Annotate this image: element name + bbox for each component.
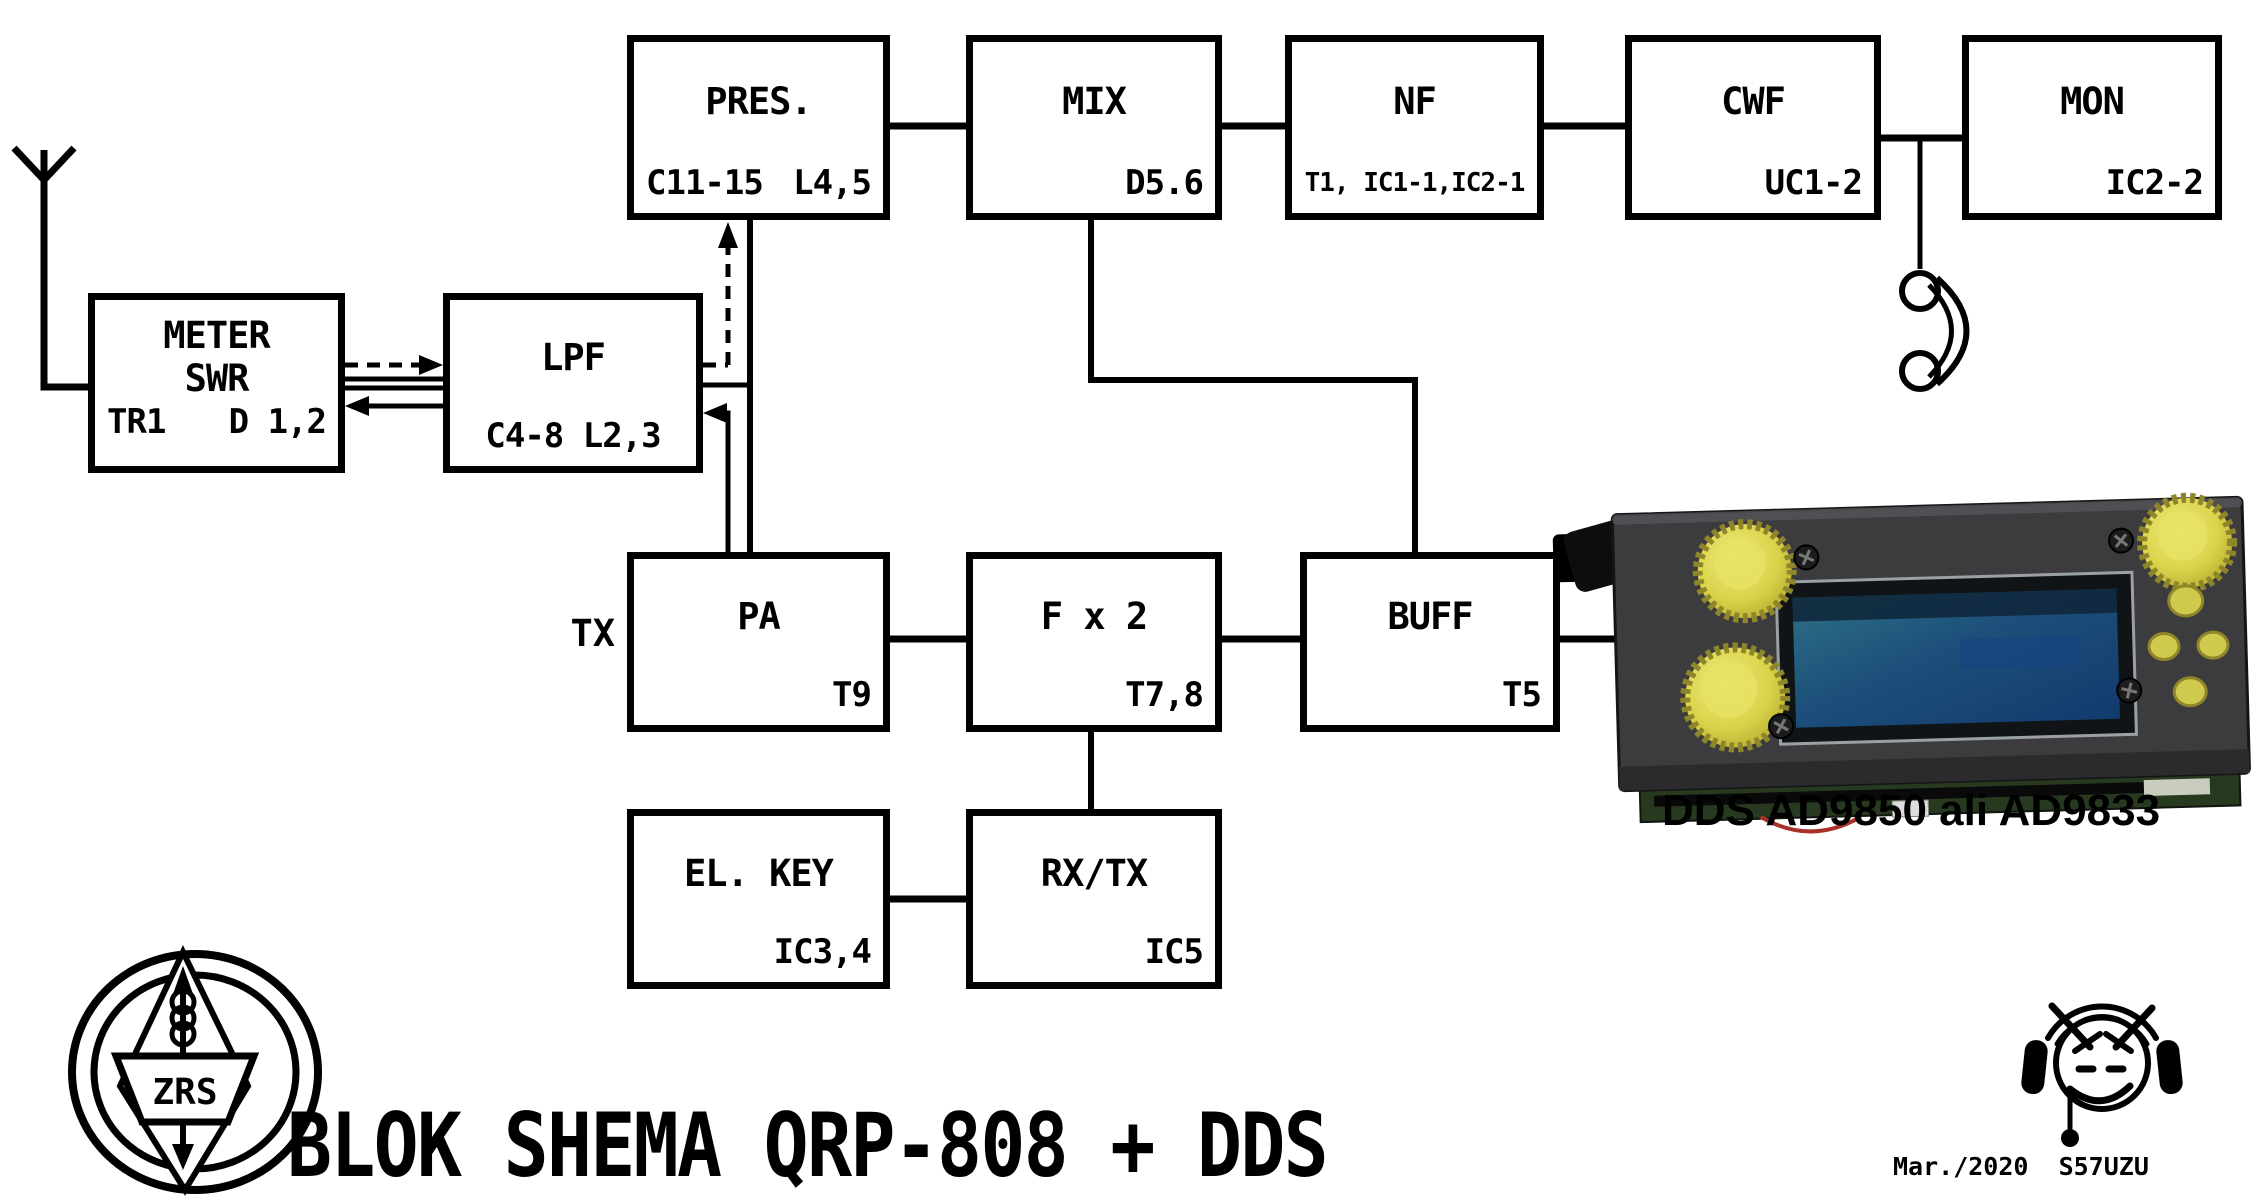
- block-title: MIX: [1062, 80, 1127, 123]
- block-fx2: F x 2 T7,8: [966, 552, 1222, 732]
- block-sub-right: D 1,2: [228, 402, 327, 442]
- zrs-banner: [110, 1052, 260, 1126]
- block-cwf: CWF UC1-2: [1625, 35, 1881, 220]
- zrs-logo: ZRS: [68, 945, 322, 1196]
- zrs-coil: [169, 988, 197, 1048]
- block-nf: NF T1, IC1-1,IC2-1: [1285, 35, 1544, 220]
- block-sub: UC1-2: [1764, 163, 1863, 203]
- block-sub: IC2-2: [2105, 163, 2204, 203]
- block-sub: T1, IC1-1,IC2-1: [1304, 168, 1526, 198]
- block-title: MON: [2060, 80, 2125, 123]
- block-pres: PRES. C11-15 L4,5: [627, 35, 890, 220]
- block-title: PRES.: [705, 80, 812, 123]
- block-sub: D5.6: [1125, 163, 1204, 203]
- tuning-knob-top-left: [1692, 519, 1797, 624]
- block-title: PA: [737, 594, 781, 638]
- block-title: BUFF: [1387, 594, 1473, 638]
- panel-screws: [1768, 527, 2143, 740]
- dds-module-photo: [1552, 492, 2251, 834]
- block-sub: T9: [832, 675, 872, 715]
- block-sub-left: C11-15: [646, 163, 764, 203]
- block-el-key: EL. KEY IC3,4: [627, 809, 890, 989]
- credit-text: Mar./2020 S57UZU: [1893, 1152, 2149, 1181]
- block-title: NF: [1393, 80, 1437, 123]
- block-sub-left: TR1: [107, 402, 166, 442]
- block-sub: T5: [1502, 675, 1542, 715]
- block-title: LPF: [541, 335, 606, 379]
- tuning-knob-right: [2137, 492, 2238, 593]
- block-mix: MIX D5.6: [966, 35, 1222, 220]
- arrowheads: [345, 222, 738, 423]
- zrs-banner-label: ZRS: [152, 1072, 217, 1113]
- tx-label: TX: [570, 612, 615, 655]
- lcd-display: [1774, 570, 2138, 746]
- red-wire: [1759, 815, 1860, 834]
- block-title: F x 2: [1040, 594, 1148, 638]
- block-sub: C4-8 L2,3: [485, 416, 661, 456]
- block-rx-tx: RX/TX IC5: [966, 809, 1222, 989]
- connection-lines: [345, 122, 1962, 903]
- block-pa: PA T9: [627, 552, 890, 732]
- page-title: BLOK SHEMA QRP-808 + DDS: [287, 1094, 1329, 1197]
- block-title: CWF: [1721, 80, 1786, 123]
- block-meter-swr: METER SWR TR1 D 1,2: [88, 293, 345, 473]
- tuning-knob-bottom-left: [1680, 642, 1791, 753]
- block-sub: IC3,4: [773, 932, 872, 972]
- module-buttons: [2147, 584, 2230, 708]
- block-sub: IC5: [1144, 932, 1204, 972]
- block-title: RX/TX: [1040, 851, 1148, 895]
- block-mon: MON IC2-2: [1962, 35, 2222, 220]
- block-title-line2: SWR: [184, 357, 250, 400]
- smiley-headset-icon: [2021, 1002, 2183, 1147]
- antenna-icon: [11, 145, 88, 391]
- block-sub-right: L4,5: [793, 163, 872, 203]
- block-sub: T7,8: [1125, 675, 1204, 715]
- block-lpf: LPF C4-8 L2,3: [443, 293, 703, 473]
- block-buff: BUFF T5: [1300, 552, 1560, 732]
- block-title: METER: [163, 314, 270, 357]
- headphones-icon: [1899, 270, 1970, 392]
- block-title: EL. KEY: [684, 851, 834, 895]
- dds-module-caption: DDS AD9850 ali AD9833: [1662, 786, 2161, 835]
